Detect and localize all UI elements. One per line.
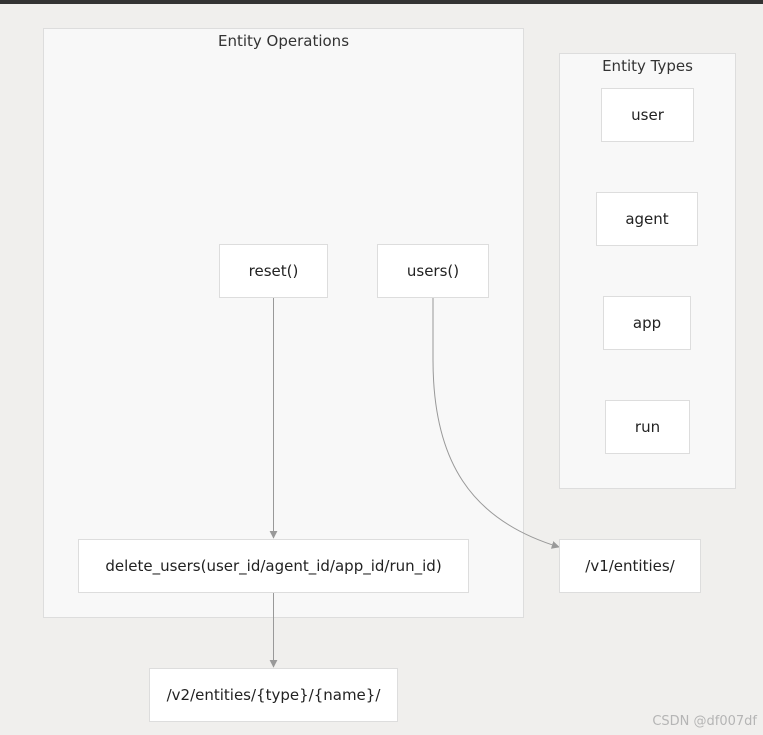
node-v1-entities[interactable]: /v1/entities/ — [559, 539, 701, 593]
cluster-entity-operations: Entity Operations — [43, 28, 524, 618]
cluster-title-entity-types: Entity Types — [602, 57, 693, 75]
node-v2-entities[interactable]: /v2/entities/{type}/{name}/ — [149, 668, 398, 722]
cluster-title-entity-operations: Entity Operations — [217, 32, 350, 50]
edge-users-to-v1-entities — [432, 298, 560, 549]
node-type-agent[interactable]: agent — [596, 192, 698, 246]
watermark: CSDN @df007df — [652, 714, 757, 729]
node-delete-users[interactable]: delete_users(user_id/agent_id/app_id/run… — [78, 539, 469, 593]
node-type-user[interactable]: user — [601, 88, 694, 142]
node-type-app[interactable]: app — [603, 296, 691, 350]
node-users[interactable]: users() — [377, 244, 489, 298]
top-bar — [0, 0, 763, 4]
node-reset[interactable]: reset() — [219, 244, 328, 298]
node-type-run[interactable]: run — [605, 400, 690, 454]
